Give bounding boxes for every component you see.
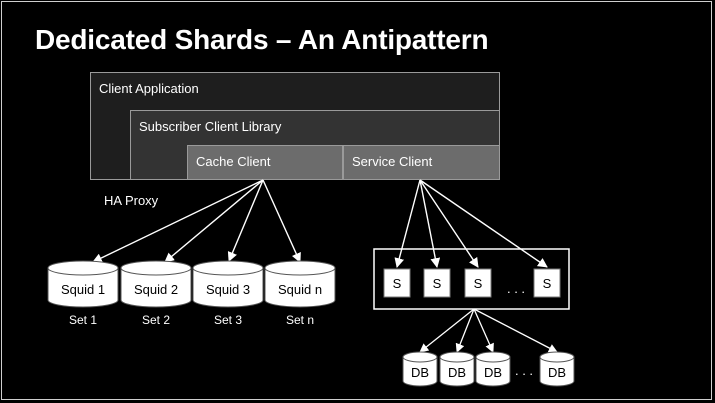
service-arrow bbox=[419, 179, 441, 268]
squid-label: Squid 1 bbox=[61, 282, 105, 297]
cache-client-label: Cache Client bbox=[196, 154, 271, 169]
squid-cylinder: Squid 3 bbox=[192, 260, 264, 308]
squid-cylinder: Squid 2 bbox=[120, 260, 192, 308]
service-group-box bbox=[373, 248, 570, 310]
db-line bbox=[455, 308, 475, 353]
service-arrow bbox=[394, 179, 421, 268]
service-client-box: Service Client bbox=[343, 145, 500, 180]
service-node: S bbox=[423, 268, 451, 298]
dbs-ellipsis: . . . bbox=[515, 363, 533, 378]
db-line bbox=[473, 308, 494, 353]
service-arrow bbox=[419, 179, 479, 268]
squid-label: Squid 2 bbox=[134, 282, 178, 297]
db-label: DB bbox=[484, 365, 502, 380]
db-line bbox=[473, 308, 558, 353]
service-node: S bbox=[383, 268, 411, 298]
set-label: Set 1 bbox=[68, 313, 98, 327]
set-label: Set 2 bbox=[141, 313, 171, 327]
squid-cylinders: Squid 1 Squid 2 Squid 3 Squid n bbox=[47, 260, 336, 308]
slide-title: Dedicated Shards – An Antipattern bbox=[35, 24, 489, 55]
db-cylinder: DB bbox=[439, 351, 475, 387]
db-label: DB bbox=[411, 365, 429, 380]
db-cylinder: DB bbox=[402, 351, 438, 387]
cache-client-box: Cache Client bbox=[187, 145, 343, 180]
set-label: Set 3 bbox=[213, 313, 243, 327]
squid-cylinder: Squid n bbox=[264, 260, 336, 308]
db-cylinder: DB bbox=[475, 351, 511, 387]
set-label: Set n bbox=[285, 313, 315, 327]
service-label: S bbox=[393, 276, 402, 291]
services-ellipsis: . . . bbox=[507, 281, 525, 296]
service-client-arrows bbox=[394, 179, 548, 268]
db-cylinders: DB DB DB DB bbox=[402, 351, 575, 387]
subscriber-client-library-label: Subscriber Client Library bbox=[139, 119, 282, 134]
squid-label: Squid n bbox=[278, 282, 322, 297]
db-label: DB bbox=[548, 365, 566, 380]
squid-cylinder: Squid 1 bbox=[47, 260, 119, 308]
client-application-label: Client Application bbox=[99, 81, 199, 96]
db-line bbox=[419, 308, 475, 353]
service-node: S bbox=[533, 268, 561, 298]
cache-arrow bbox=[92, 179, 264, 263]
service-label: S bbox=[543, 276, 552, 291]
cache-arrow bbox=[227, 179, 264, 262]
service-label: S bbox=[433, 276, 442, 291]
cache-arrow bbox=[262, 179, 301, 263]
service-node: S bbox=[464, 268, 492, 298]
cache-arrow bbox=[164, 179, 264, 263]
squid-label: Squid 3 bbox=[206, 282, 250, 297]
service-label: S bbox=[474, 276, 483, 291]
ha-proxy-label: HA Proxy bbox=[104, 193, 159, 208]
service-client-label: Service Client bbox=[352, 154, 433, 169]
cache-client-arrows bbox=[92, 179, 301, 263]
db-cylinder: DB bbox=[539, 351, 575, 387]
db-label: DB bbox=[448, 365, 466, 380]
service-to-db-lines bbox=[419, 308, 558, 353]
service-arrow bbox=[419, 179, 548, 268]
